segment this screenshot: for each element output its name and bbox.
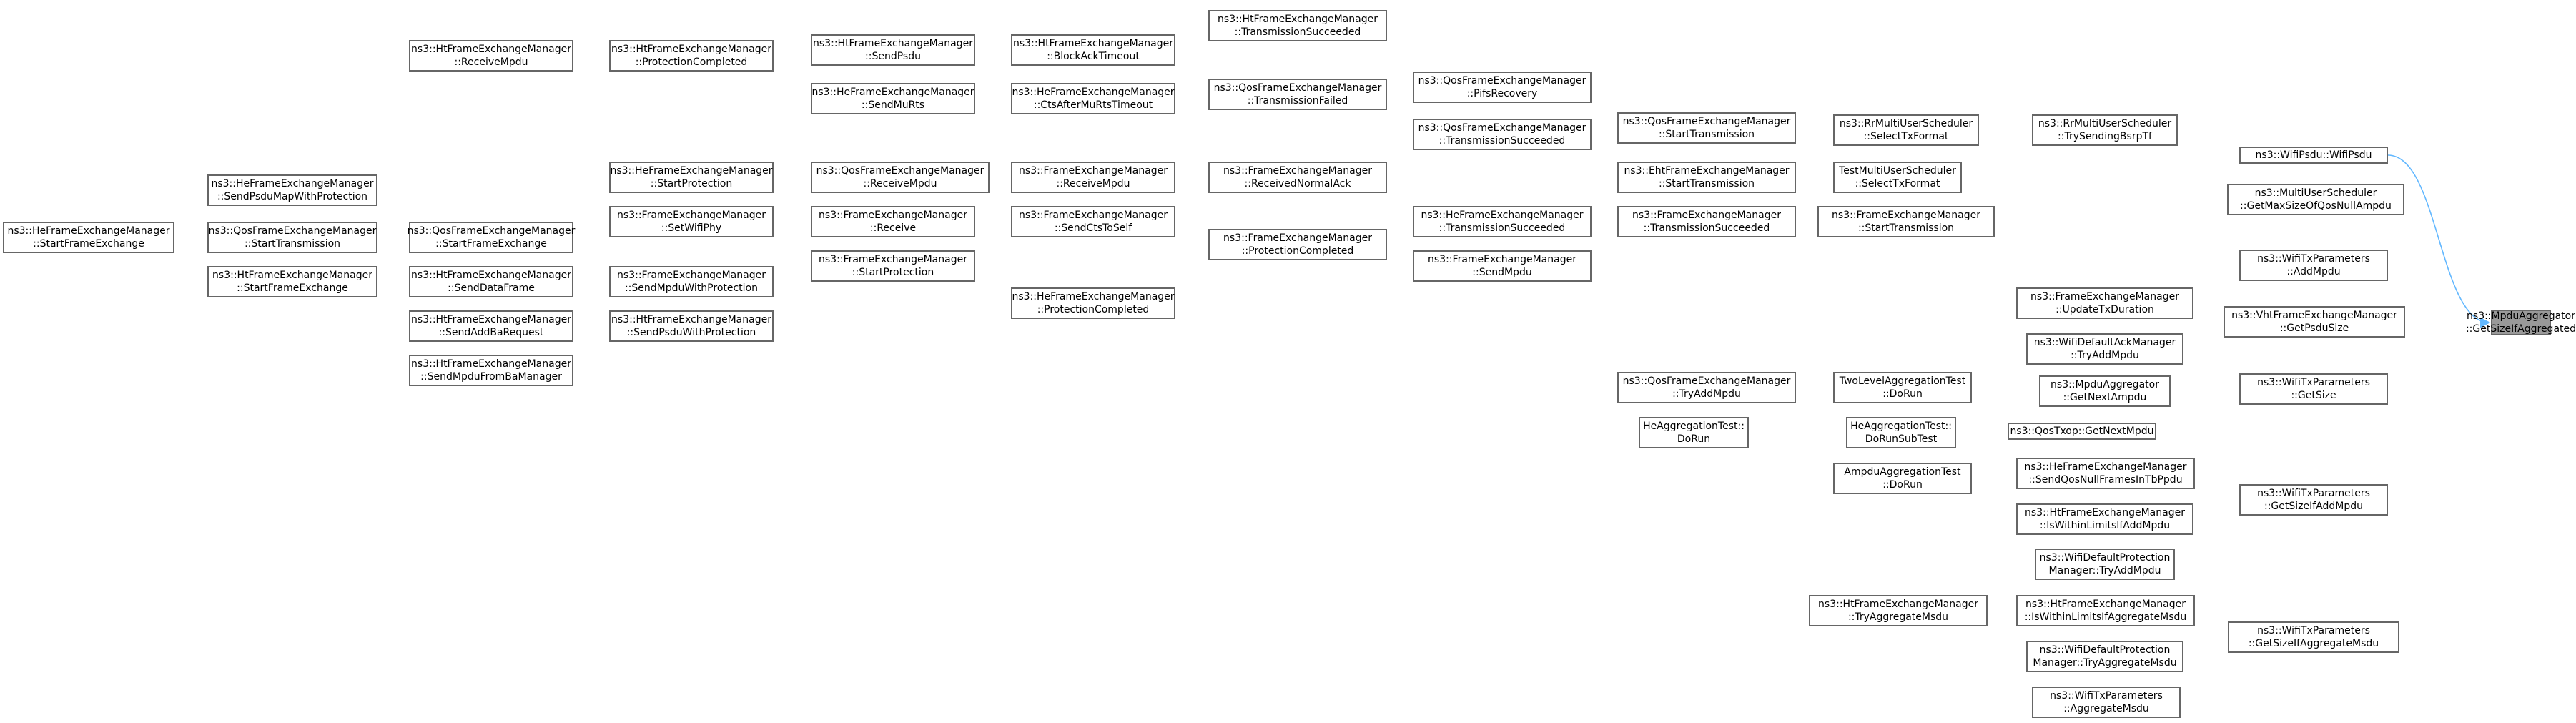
node-eht-starttx[interactable]: ns3::EhtFrameExchangeManager::StartTrans… (1617, 162, 1796, 193)
node-qfem-starttx[interactable]: ns3::QosFrameExchangeManager::StartTrans… (1617, 112, 1796, 144)
node-htfem-sendaddba[interactable]: ns3::HtFrameExchangeManager::SendAddBaRe… (409, 310, 573, 342)
node-root: ns3::MpduAggregator::GetSizeIfAggregated (2465, 310, 2576, 335)
node-htfem-protcomp[interactable]: ns3::HtFrameExchangeManager::ProtectionC… (609, 40, 774, 72)
node-fem-recvmpdu[interactable]: ns3::FrameExchangeManager::ReceiveMpdu (1011, 162, 1175, 193)
node-htfem-senddata[interactable]: ns3::HtFrameExchangeManager::SendDataFra… (409, 266, 573, 297)
node-fem-starttx[interactable]: ns3::FrameExchangeManager::StartTransmis… (1817, 206, 1995, 237)
node-qfem-starttx2[interactable]: ns3::QosFrameExchangeManager::StartTrans… (207, 222, 377, 253)
node-mpdu-getnext[interactable]: ns3::MpduAggregator::GetNextAmpdu (2039, 375, 2171, 407)
node-htfem-recvmpdu[interactable]: ns3::HtFrameExchangeManager::ReceiveMpdu (409, 40, 573, 72)
node-fem-setphy[interactable]: ns3::FrameExchangeManager::SetWifiPhy (609, 206, 774, 237)
node-test-select[interactable]: TestMultiUserScheduler::SelectTxFormat (1833, 162, 1962, 193)
node-fem-sendmpdu[interactable]: ns3::FrameExchangeManager::SendMpdu (1413, 250, 1592, 282)
node-fem-sendmpduwp[interactable]: ns3::FrameExchangeManager::SendMpduWithP… (609, 266, 774, 297)
node-hefem-startprot[interactable]: ns3::HeFrameExchangeManager::StartProtec… (609, 162, 774, 193)
node-he-sendqosnull[interactable]: ns3::HeFrameExchangeManager::SendQosNull… (2016, 458, 2195, 489)
node-fem-recvack[interactable]: ns3::FrameExchangeManager::ReceivedNorma… (1208, 162, 1387, 193)
node-qfem-pifs[interactable]: ns3::QosFrameExchangeManager::PifsRecove… (1413, 72, 1592, 103)
node-ht-iswithin[interactable]: ns3::HtFrameExchangeManager::IsWithinLim… (2016, 503, 2193, 535)
node-ampdu-dorun[interactable]: AmpduAggregationTest::DoRun (1833, 463, 1972, 494)
node-qfem-startfe[interactable]: ns3::QosFrameExchangeManager::StartFrame… (408, 222, 575, 253)
node-rr-trysend[interactable]: ns3::RrMultiUserScheduler::TrySendingBsr… (2032, 114, 2178, 146)
node-qfem-recvmpdu[interactable]: ns3::QosFrameExchangeManager::ReceiveMpd… (811, 162, 990, 193)
node-fem-startprot[interactable]: ns3::FrameExchangeManager::StartProtecti… (811, 250, 975, 282)
node-htfem-startfe[interactable]: ns3::HtFrameExchangeManager::StartFrameE… (207, 266, 377, 297)
node-txp-addmpdu[interactable]: ns3::WifiTxParameters::AddMpdu (2239, 250, 2388, 281)
node-htfem-sendmpdufromba[interactable]: ns3::HtFrameExchangeManager::SendMpduFro… (409, 355, 573, 386)
node-hefem-sendmurts[interactable]: ns3::HeFrameExchangeManager::SendMuRts (811, 83, 975, 114)
node-hefem-startfe[interactable]: ns3::HeFrameExchangeManager::StartFrameE… (3, 222, 174, 253)
node-qfem-txsucc[interactable]: ns3::QosFrameExchangeManager::Transmissi… (1413, 119, 1592, 150)
node-fem-txsucc[interactable]: ns3::FrameExchangeManager::TransmissionS… (1617, 206, 1796, 237)
node-txp-aggmsdu[interactable]: ns3::WifiTxParameters::AggregateMsdu (2032, 687, 2181, 718)
node-hefem-protcomp[interactable]: ns3::HeFrameExchangeManager::ProtectionC… (1011, 287, 1175, 319)
node-mus-getmax[interactable]: ns3::MultiUserScheduler::GetMaxSizeOfQos… (2227, 184, 2404, 215)
node-txp-getsizeadd[interactable]: ns3::WifiTxParameters::GetSizeIfAddMpdu (2239, 484, 2388, 516)
node-fem-sendcts[interactable]: ns3::FrameExchangeManager::SendCtsToSelf (1011, 206, 1175, 237)
node-qfem-txfailed[interactable]: ns3::QosFrameExchangeManager::Transmissi… (1208, 79, 1387, 110)
node-txp-getsize[interactable]: ns3::WifiTxParameters::GetSize (2239, 373, 2388, 405)
node-hefem-txsucc[interactable]: ns3::HeFrameExchangeManager::Transmissio… (1413, 206, 1592, 237)
node-wifipsdu[interactable]: ns3::WifiPsdu::WifiPsdu (2239, 147, 2388, 164)
node-htfem-txsucc[interactable]: ns3::HtFrameExchangeManager::Transmissio… (1208, 10, 1387, 41)
node-hefem-ctsafter[interactable]: ns3::HeFrameExchangeManager::CtsAfterMuR… (1011, 83, 1175, 114)
node-fem-receive[interactable]: ns3::FrameExchangeManager::Receive (811, 206, 975, 237)
node-vht-getpsdu[interactable]: ns3::VhtFrameExchangeManager::GetPsduSiz… (2224, 306, 2405, 338)
node-twolevel-dorun[interactable]: TwoLevelAggregationTest::DoRun (1833, 372, 1972, 403)
node-htfem-blockack[interactable]: ns3::HtFrameExchangeManager::BlockAckTim… (1011, 34, 1175, 66)
node-qfem-tryadd[interactable]: ns3::QosFrameExchangeManager::TryAddMpdu (1617, 372, 1796, 403)
node-hefem-sendpsdumap[interactable]: ns3::HeFrameExchangeManager::SendPsduMap… (207, 174, 377, 206)
edge-wifipsdu-to-root (2387, 154, 2491, 328)
node-htfem-sendpsduwp[interactable]: ns3::HtFrameExchangeManager::SendPsduWit… (609, 310, 774, 342)
node-fem-updatetx[interactable]: ns3::FrameExchangeManager::UpdateTxDurat… (2016, 287, 2193, 319)
node-fem-protcomp[interactable]: ns3::FrameExchangeManager::ProtectionCom… (1208, 229, 1387, 260)
node-ack-tryadd[interactable]: ns3::WifiDefaultAckManager::TryAddMpdu (2026, 333, 2183, 365)
node-ht-iswithinmsdu[interactable]: ns3::HtFrameExchangeManager::IsWithinLim… (2016, 595, 2195, 626)
node-rr-select[interactable]: ns3::RrMultiUserScheduler::SelectTxForma… (1833, 114, 1979, 146)
node-txp-getsizeaggmsdu[interactable]: ns3::WifiTxParameters::GetSizeIfAggregat… (2228, 621, 2399, 653)
node-htfem-sendpsdu[interactable]: ns3::HtFrameExchangeManager::SendPsdu (811, 34, 975, 66)
node-ht-tryaggmsdu[interactable]: ns3::HtFrameExchangeManager::TryAggregat… (1809, 595, 1988, 626)
node-heagg-dorun[interactable]: HeAggregationTest::DoRun (1639, 417, 1749, 448)
node-heagg-dorunsub[interactable]: HeAggregationTest::DoRunSubTest (1846, 417, 1956, 448)
node-qostxop-getnext[interactable]: ns3::QosTxop::GetNextMpdu (2008, 423, 2156, 440)
